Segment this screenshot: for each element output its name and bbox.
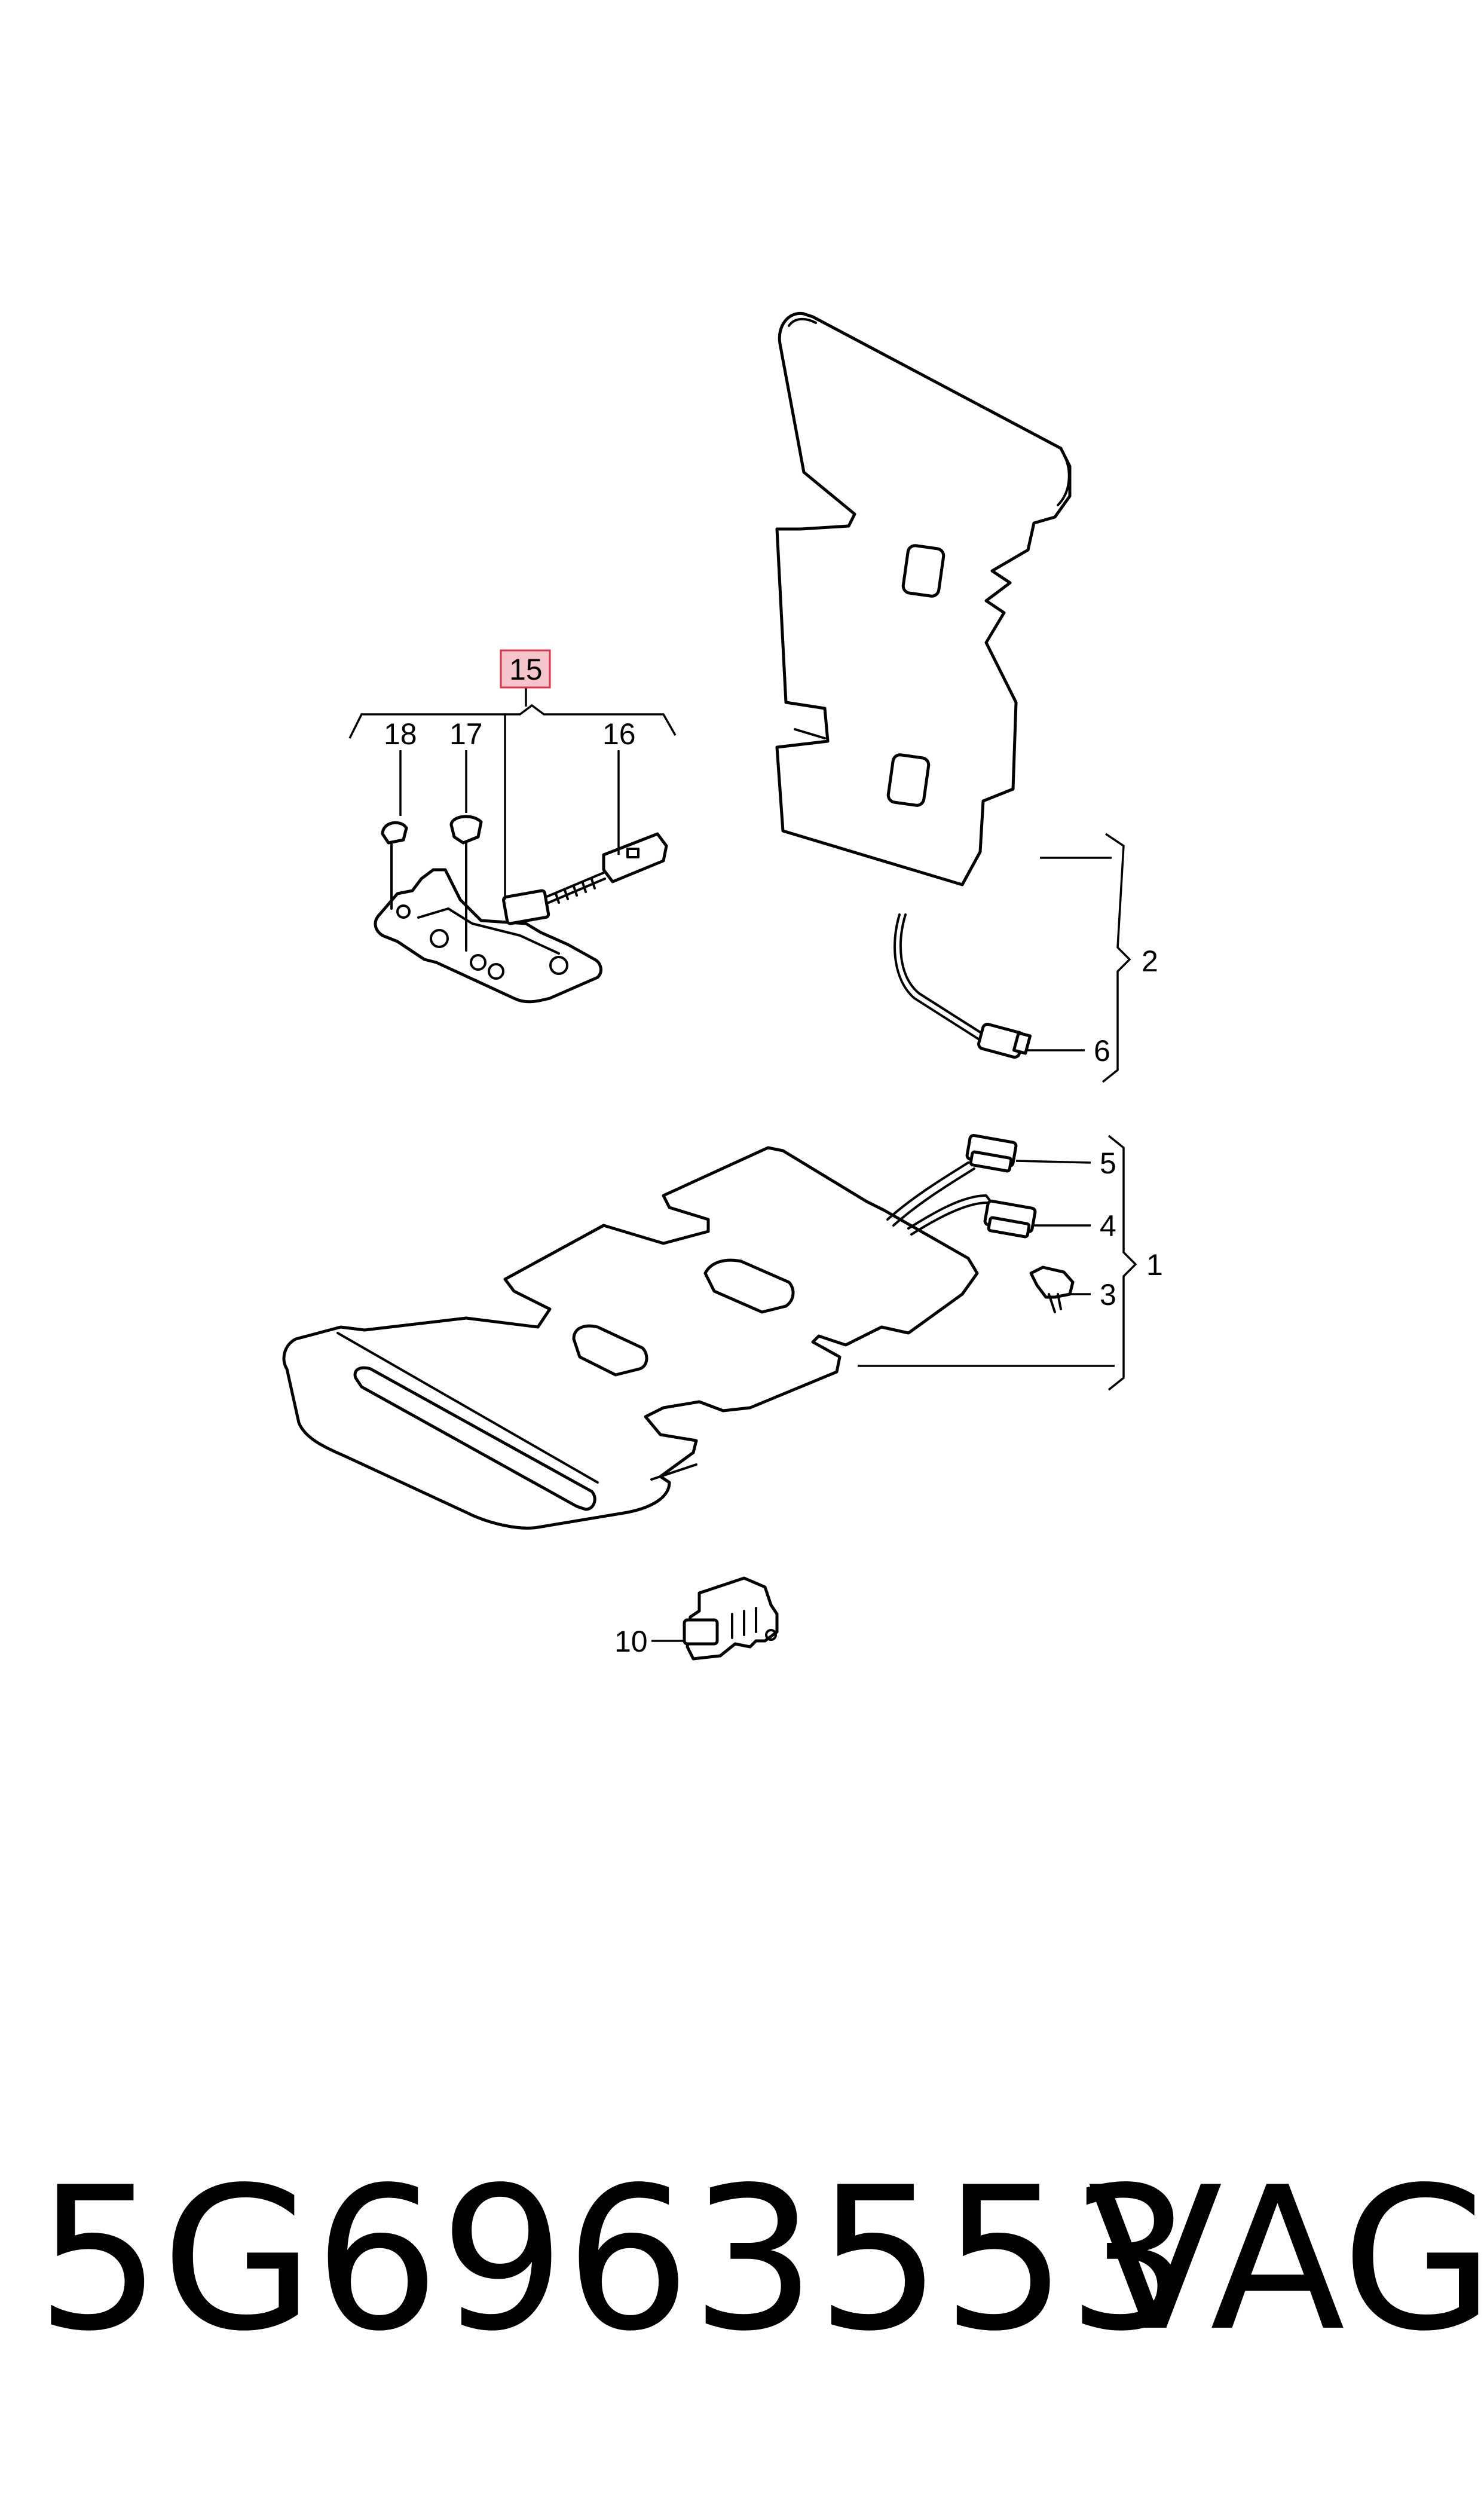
part-number: 5G6963553	[36, 2145, 1193, 2374]
backrest-cable-connector	[894, 913, 1032, 1059]
connector-10	[683, 1576, 779, 1661]
highlight-box-15	[500, 649, 551, 689]
clip	[1029, 1265, 1075, 1313]
label-3: 3	[1100, 1278, 1116, 1312]
backrest-heating-mat	[775, 311, 1072, 886]
label-16: 16	[602, 717, 636, 751]
label-6: 6	[1094, 1034, 1110, 1068]
leader-lines	[348, 686, 1137, 1642]
label-1: 1	[1146, 1248, 1163, 1282]
label-5: 5	[1100, 1147, 1116, 1180]
label-18: 18	[384, 717, 417, 751]
cushion-heating-mat	[282, 1146, 979, 1530]
footer: 5G6963553 VAG	[36, 2145, 1484, 2374]
label-17: 17	[449, 717, 483, 751]
control-module-assembly	[374, 815, 668, 1004]
label-10: 10	[614, 1625, 648, 1658]
callout-labels: 15 18 17 16 2 6 5 4 1 3 10	[384, 653, 1163, 1658]
label-15: 15	[509, 653, 543, 686]
brand-name: VAG	[1088, 2145, 1484, 2374]
label-4: 4	[1100, 1209, 1116, 1243]
label-2: 2	[1142, 944, 1158, 978]
cushion-cable-connectors	[886, 1133, 1037, 1239]
